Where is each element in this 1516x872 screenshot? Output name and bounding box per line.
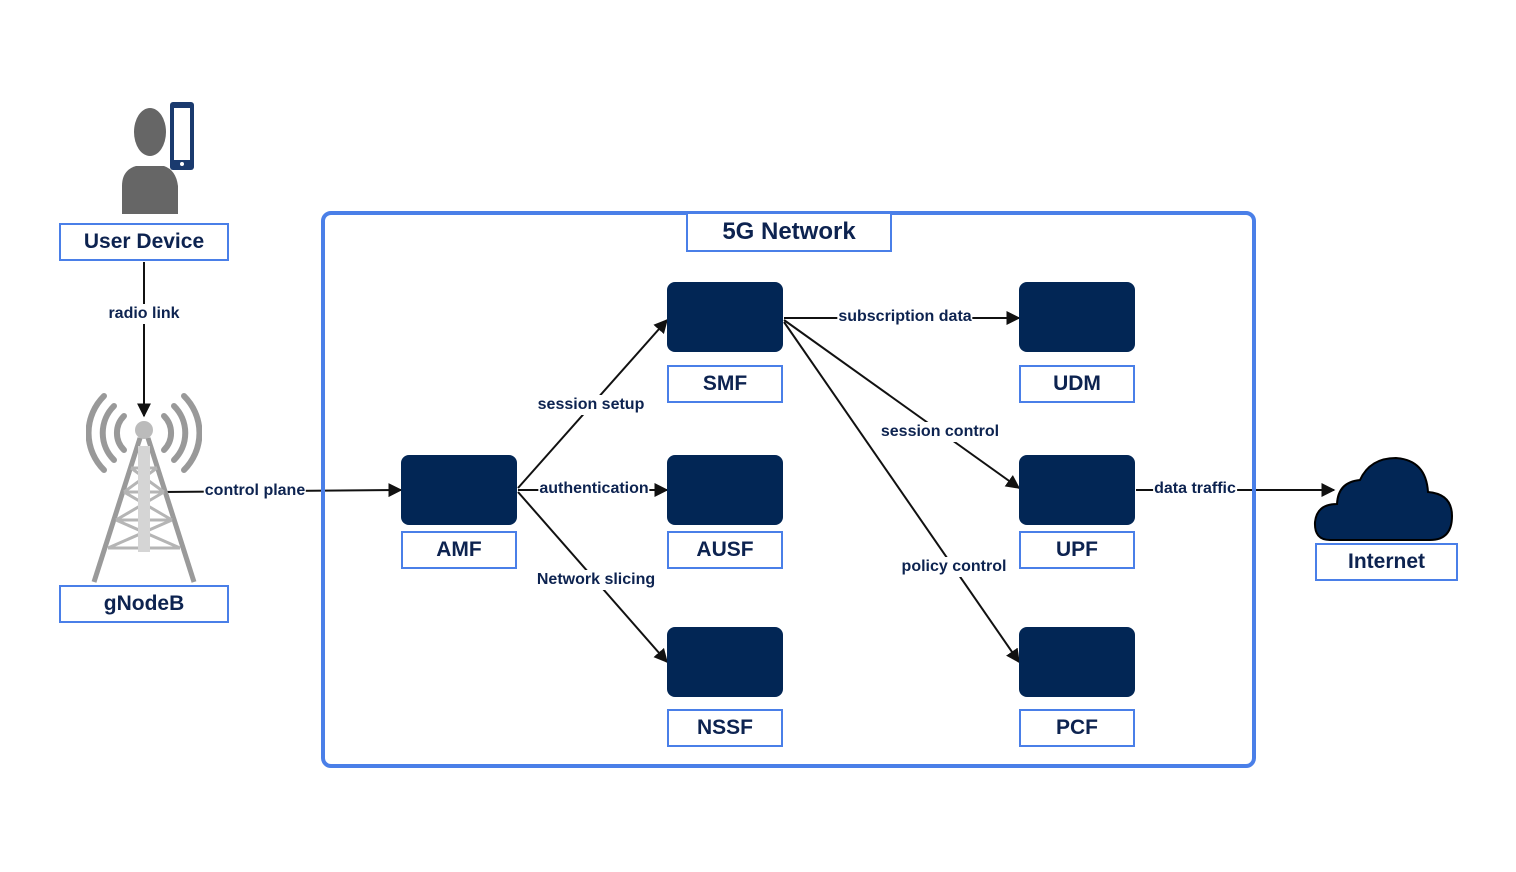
internet-label: Internet	[1315, 543, 1458, 581]
edge-policy-control	[783, 321, 1020, 664]
edge-session-control	[783, 319, 1021, 489]
upf-node[interactable]	[1019, 455, 1135, 525]
amf-label: AMF	[401, 531, 517, 569]
pcf-label: PCF	[1019, 709, 1135, 747]
upf-label: UPF	[1019, 531, 1135, 569]
authentication-label: authentication	[538, 479, 650, 499]
ausf-node[interactable]	[667, 455, 783, 525]
smf-label: SMF	[667, 365, 783, 403]
network-title: 5G Network	[686, 212, 892, 252]
data-traffic-label: data traffic	[1153, 479, 1237, 499]
cell-tower-icon	[86, 393, 202, 583]
ausf-label: AUSF	[667, 531, 783, 569]
nssf-label: NSSF	[667, 709, 783, 747]
amf-node[interactable]	[401, 455, 517, 525]
udm-node[interactable]	[1019, 282, 1135, 352]
subscription-data-label: subscription data	[837, 307, 973, 327]
cloud-icon	[1313, 456, 1454, 541]
session-control-label: session control	[879, 422, 1001, 442]
network-slicing-label: Network slicing	[535, 570, 657, 590]
gnodeb-label: gNodeB	[59, 585, 229, 623]
pcf-node[interactable]	[1019, 627, 1135, 697]
session-setup-label: session setup	[536, 395, 646, 415]
udm-label: UDM	[1019, 365, 1135, 403]
policy-control-label: policy control	[900, 557, 1008, 577]
smf-node[interactable]	[667, 282, 783, 352]
control-plane-label: control plane	[203, 481, 307, 501]
nssf-node[interactable]	[667, 627, 783, 697]
radio-link-label: radio link	[107, 304, 181, 324]
user-device-label: User Device	[59, 223, 229, 261]
person-with-phone-icon	[122, 102, 194, 214]
